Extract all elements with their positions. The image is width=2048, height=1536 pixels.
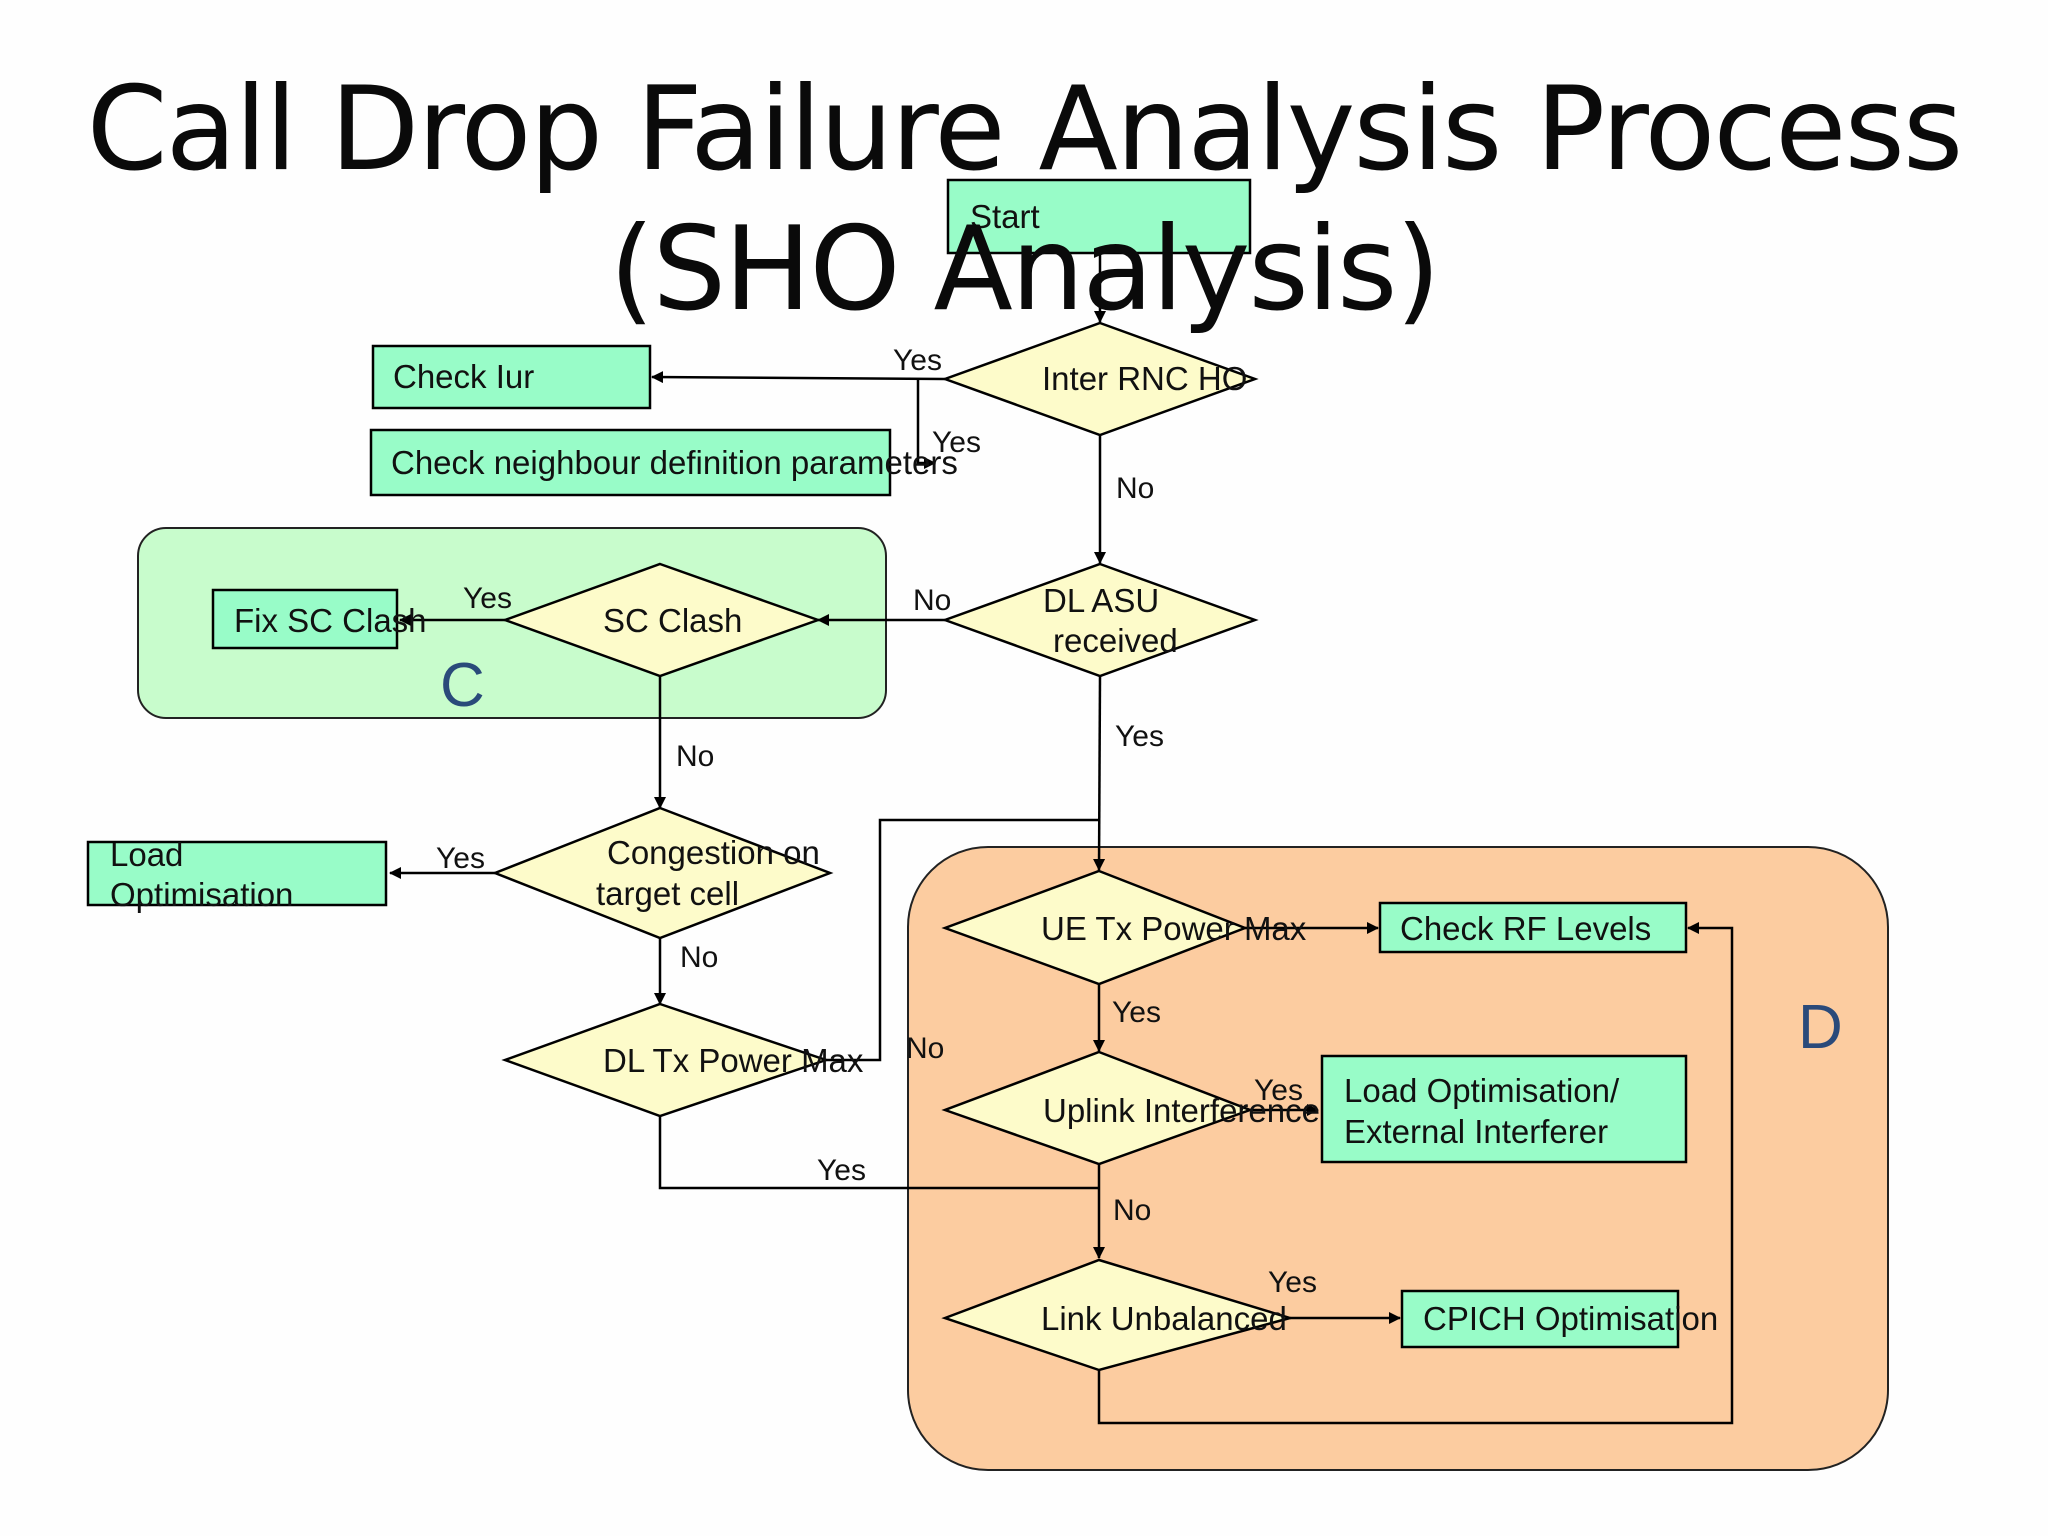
edge-label-inter-rnc-no: No [1116,472,1154,505]
diamond-sc-clash [501,562,822,678]
edge-label-sc-clash-yes: Yes [463,582,512,615]
edge-inter-rnc-to-check-neighbour [916,379,936,469]
edge-label-dl-asu-yes: Yes [1115,720,1164,753]
process-boxes [86,178,1688,1349]
label-link-unbalanced: Link Unbalanced [1041,1300,1287,1337]
edge-label-dl-asu-no: No [913,584,951,617]
box-check-neighbour [369,428,892,497]
label-check-iur: Check Iur [393,358,534,395]
label-dl-tx-power-max: DL Tx Power Max [603,1042,864,1079]
diamond-link-unbalanced [941,1258,1295,1372]
box-cpich-optimisation [1400,1289,1680,1349]
edge-dl-tx-yes-to-link [658,1116,1099,1190]
label-congestion-2: target cell [596,875,739,912]
edge-dl-tx-no-to-ue-tx [826,818,1099,1062]
label-cpich-optimisation: CPICH Optimisation [1423,1300,1718,1337]
label-load-ext-2: External Interferer [1344,1113,1608,1150]
diamond-uplink-interference [941,1050,1254,1166]
diamond-ue-tx-power-max [941,869,1249,986]
diamond-congestion [491,806,834,940]
edge-labels: Yes Yes No No Yes Yes No Yes No No Yes Y… [436,344,1317,1299]
diamond-dl-tx-power-max [501,1002,830,1118]
box-load-ext-interferer [1320,1054,1688,1164]
label-check-rf-levels: Check RF Levels [1400,910,1651,947]
edge-dl-asu-to-ue-tx [1093,675,1106,871]
region-d-label: D [1798,993,1843,1062]
edge-inter-rnc-to-check-iur [651,371,946,384]
edge-label-ue-tx-yes: Yes [1112,996,1161,1029]
label-congestion-1: Congestion on [607,834,820,871]
box-fix-sc-clash [211,588,399,650]
connectors [389,254,1734,1425]
label-sc-clash: SC Clash [603,602,742,639]
box-start [946,178,1252,255]
label-load-2: Optimisation [110,876,293,913]
label-fix-sc-clash: Fix SC Clash [234,602,427,639]
label-load-1: Load [110,836,183,873]
edge-label-inter-rnc-yes-2: Yes [932,426,981,459]
box-load-optimisation [86,840,388,907]
edge-label-uplink-no: No [1113,1194,1151,1227]
diamond-inter-rnc-ho [941,321,1259,437]
edge-label-dl-tx-no: No [906,1032,944,1065]
edge-label-congestion-no: No [680,941,718,974]
label-uplink-interference: Uplink Interference [1043,1092,1320,1129]
edge-label-congestion-yes: Yes [436,842,485,875]
label-dl-asu-2: received [1053,622,1178,659]
box-check-rf-levels [1378,901,1688,954]
edge-link-loop-to-check-rf [1097,922,1734,1425]
edge-label-inter-rnc-yes-1: Yes [893,344,942,377]
label-load-ext-1: Load Optimisation/ [1344,1072,1620,1109]
edge-label-link-yes: Yes [1268,1266,1317,1299]
diamond-dl-asu-received [941,562,1259,678]
label-check-neighbour: Check neighbour definition parameters [391,444,958,481]
edge-label-sc-clash-no: No [676,740,714,773]
label-start: Start [970,198,1040,235]
box-check-iur [371,344,652,410]
page-title: Call Drop Failure Analysis Process (SHO … [86,62,1964,337]
region-c-label: C [440,651,485,720]
edge-label-dl-tx-yes: Yes [817,1154,866,1187]
decision-diamonds [491,321,1295,1372]
label-inter-rnc-ho: Inter RNC HO [1042,360,1247,397]
label-ue-tx-power-max: UE Tx Power Max [1041,910,1307,947]
label-dl-asu-1: DL ASU [1043,582,1159,619]
edge-label-uplink-yes: Yes [1254,1074,1303,1107]
node-labels: Start Inter RNC HO Check Iur Check neigh… [110,198,1718,1337]
